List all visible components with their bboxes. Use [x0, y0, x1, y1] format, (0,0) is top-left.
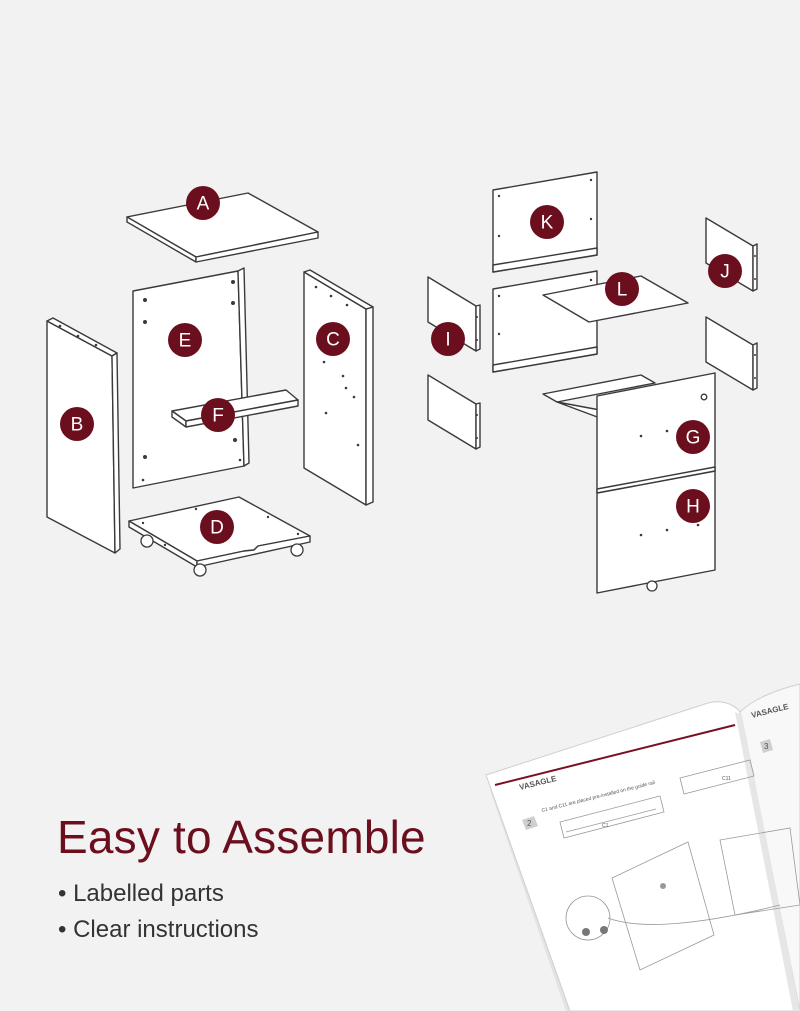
part-j-drawer-side-lower [705, 316, 758, 391]
part-i-drawer-side-lower [427, 374, 481, 450]
badge-e: E [168, 323, 202, 357]
instruction-manual-image: VASAGLE VASAGLE 2 3 C1 and C11 are place… [485, 683, 800, 1011]
svg-text:2: 2 [527, 819, 532, 828]
svg-text:B: B [71, 415, 84, 436]
svg-text:J: J [720, 262, 730, 283]
feature-list: Labelled parts Clear instructions [58, 876, 258, 948]
svg-text:C: C [326, 330, 340, 351]
svg-text:H: H [686, 497, 700, 518]
part-e-back-panel [132, 267, 250, 489]
part-a-top-panel [126, 192, 319, 263]
svg-text:F: F [212, 406, 224, 427]
svg-text:3: 3 [764, 742, 769, 751]
badge-l: L [605, 272, 639, 306]
svg-text:C11: C11 [722, 776, 731, 782]
svg-text:K: K [541, 213, 554, 234]
badge-f: F [201, 398, 235, 432]
svg-text:I: I [445, 330, 450, 351]
part-i-drawer-side-upper [427, 276, 481, 352]
badge-c: C [316, 322, 350, 356]
part-c-side-panel [303, 269, 374, 506]
badge-d: D [200, 510, 234, 544]
svg-text:E: E [179, 331, 192, 352]
svg-text:C1: C1 [602, 823, 609, 829]
feature-clear-instructions: Clear instructions [58, 912, 258, 948]
feature-labelled-parts: Labelled parts [58, 876, 258, 912]
badge-k: K [530, 205, 564, 239]
badge-j: J [708, 254, 742, 288]
svg-text:D: D [210, 518, 224, 539]
part-drawer-back-lower [492, 270, 598, 373]
svg-text:A: A [197, 194, 210, 215]
badge-a: A [186, 186, 220, 220]
svg-text:G: G [686, 428, 701, 449]
svg-text:L: L [617, 280, 628, 301]
badge-g: G [676, 420, 710, 454]
badge-b: B [60, 407, 94, 441]
headline: Easy to Assemble [57, 811, 426, 863]
badge-h: H [676, 489, 710, 523]
badge-i: I [431, 322, 465, 356]
part-h-drawer-front [596, 466, 716, 594]
